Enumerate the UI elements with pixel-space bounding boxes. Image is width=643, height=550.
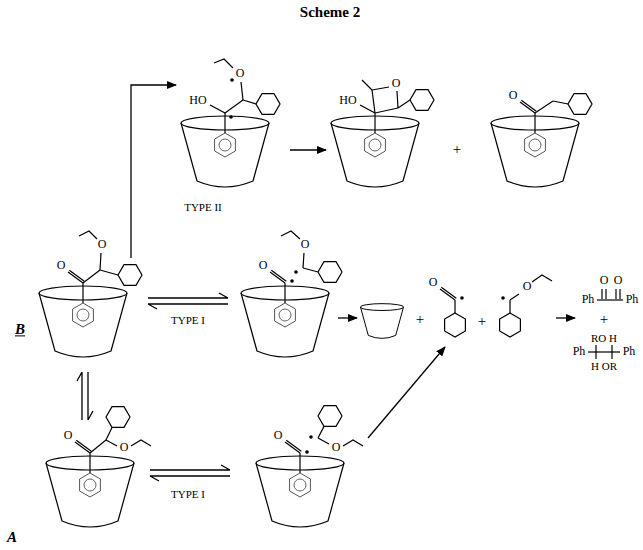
atom-label: O (274, 429, 283, 443)
atom-label: O (57, 259, 66, 273)
group-label: Ph (626, 293, 639, 307)
group-label: RO H (591, 332, 617, 345)
reaction-type: TYPE I (171, 488, 205, 501)
atom-label: O (614, 274, 623, 288)
plus-sign: + (478, 313, 486, 330)
bonds (68, 59, 623, 473)
atom-label: O (332, 441, 341, 455)
plus-sign: + (416, 311, 424, 328)
conformer-letter: A (7, 529, 17, 546)
group-label: H OR (591, 360, 617, 373)
group-label: Ph (573, 345, 586, 359)
conformer-letter: B (15, 321, 25, 338)
atom-label: HO (189, 94, 206, 108)
atom-label: O (523, 280, 532, 294)
atom-label: O (509, 89, 518, 103)
group-label: Ph (623, 345, 636, 359)
reaction-arrows (77, 85, 575, 481)
empty-cup (360, 304, 403, 339)
plus-sign: + (600, 311, 608, 328)
plus-sign: + (453, 141, 461, 158)
atom-label: O (600, 274, 609, 288)
atom-label: O (429, 276, 438, 290)
atom-label: O (120, 441, 129, 455)
atom-label: O (64, 429, 73, 443)
atom-label: O (98, 238, 107, 252)
atom-label: O (236, 67, 245, 81)
atom-label: O (392, 77, 401, 91)
reaction-type: TYPE II (184, 201, 222, 214)
atom-label: O (259, 259, 268, 273)
scheme-title: Scheme 2 (300, 4, 360, 21)
atom-label: O (301, 238, 310, 252)
atom-label: HO (339, 94, 356, 108)
radical-dots (229, 78, 505, 454)
group-label: Ph (582, 293, 595, 307)
reaction-type: TYPE I (171, 314, 205, 327)
